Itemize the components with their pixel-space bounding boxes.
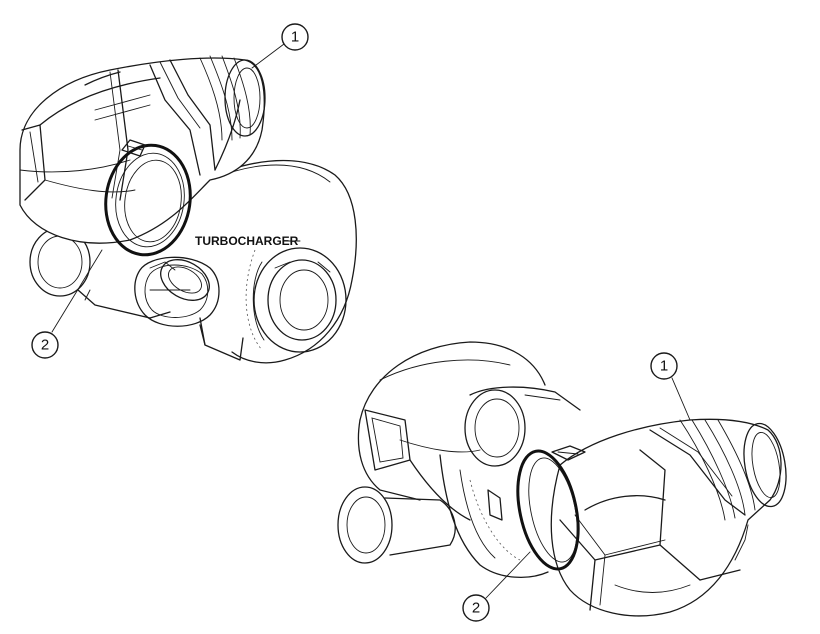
bottom-callout-1: 1	[650, 352, 691, 421]
top-clamp	[104, 139, 192, 257]
bottom-center-ring	[464, 386, 581, 467]
top-callout-1: 1	[251, 23, 309, 69]
top-callout-2: 2	[31, 249, 103, 359]
bottom-exhaust-flange	[337, 486, 456, 564]
top-assembly: TURBOCHARGER 1 2	[19, 23, 357, 364]
bottom-callout-2: 2	[462, 551, 531, 622]
svg-text:1: 1	[291, 29, 299, 46]
top-actuator	[149, 259, 210, 301]
bottom-lower-housing	[439, 454, 549, 578]
bottom-assembly: 1 2	[337, 341, 787, 622]
svg-text:2: 2	[472, 600, 480, 617]
bottom-inlet-elbow	[550, 418, 787, 617]
svg-text:1: 1	[660, 358, 668, 375]
turbocharger-label: TURBOCHARGER	[195, 234, 299, 248]
bottom-turbine-housing	[357, 341, 546, 521]
bottom-clamp	[516, 445, 586, 571]
top-exhaust-flange	[134, 256, 244, 361]
top-turbine-housing	[194, 159, 357, 364]
svg-text:2: 2	[41, 337, 49, 354]
